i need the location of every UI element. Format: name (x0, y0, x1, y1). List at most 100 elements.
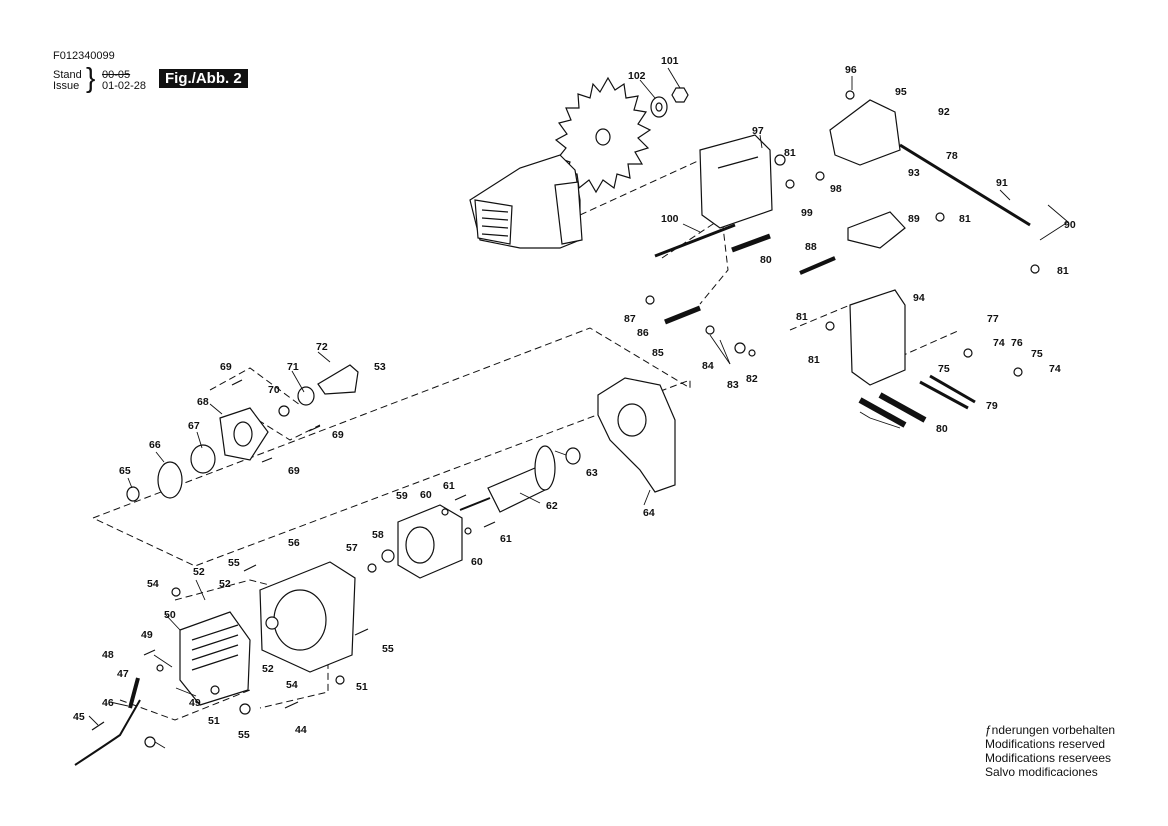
part-label: 52 (219, 578, 231, 590)
part-label: 52 (193, 566, 205, 578)
part-label: 89 (908, 213, 920, 225)
part-label: 96 (845, 64, 857, 76)
brace-icon: } (86, 62, 96, 93)
part-label: 69 (220, 361, 232, 373)
part-label: 67 (188, 420, 200, 432)
part-label: 81 (796, 311, 808, 323)
note-line: Modifications reserved (985, 737, 1106, 751)
part-label: 45 (73, 711, 85, 723)
issue-value: 01-02-28 (102, 80, 147, 92)
part-label: 102 (628, 70, 646, 82)
part-label: 58 (372, 529, 384, 541)
part-label: 51 (208, 715, 220, 727)
blade-flange (650, 87, 689, 118)
part-label: 101 (661, 55, 679, 67)
part-label: 46 (102, 697, 114, 709)
document-id: F012340099 (53, 50, 115, 62)
gear-train (126, 364, 359, 502)
part-label: 95 (895, 86, 907, 98)
part-label: 99 (801, 207, 813, 219)
part-label: 72 (316, 341, 328, 353)
part-label: 49 (189, 697, 201, 709)
part-label: 88 (805, 241, 817, 253)
part-label: 86 (637, 327, 649, 339)
leader-lines (88, 67, 1069, 749)
part-label: 77 (987, 313, 999, 325)
armature (459, 445, 581, 513)
part-label: 55 (228, 557, 240, 569)
brush-cover (179, 611, 251, 706)
part-label: 75 (938, 363, 950, 375)
part-label: 55 (238, 729, 250, 741)
part-label: 68 (197, 396, 209, 408)
part-label: 54 (147, 578, 159, 590)
part-label: 93 (908, 167, 920, 179)
part-label: 69 (332, 429, 344, 441)
note-line: ƒnderungen vorbehalten (985, 723, 1116, 737)
part-label: 74 (1049, 363, 1061, 375)
part-label: 100 (661, 213, 679, 225)
note-line: Modifications reservees (985, 751, 1112, 765)
part-label: 52 (262, 663, 274, 675)
part-label: 80 (760, 254, 772, 266)
part-label: 74 (993, 337, 1005, 349)
part-label: 60 (420, 489, 432, 501)
part-label: 54 (286, 679, 298, 691)
part-label: 80 (936, 423, 948, 435)
part-label: 97 (752, 125, 764, 137)
part-label: 57 (346, 542, 358, 554)
part-label: 44 (295, 724, 307, 736)
part-label: 98 (830, 183, 842, 195)
part-label: 62 (546, 500, 558, 512)
part-label: 71 (287, 361, 299, 373)
part-label: 83 (727, 379, 739, 391)
motor-unit (469, 154, 583, 249)
bearing-shield (597, 377, 676, 493)
part-label: 59 (396, 490, 408, 502)
rods-pins (654, 143, 1031, 428)
figure-badge: Fig./Abb. 2 (159, 69, 248, 88)
part-label: 55 (382, 643, 394, 655)
part-label: 50 (164, 609, 176, 621)
mounting-brackets (699, 99, 906, 386)
part-label: 76 (1011, 337, 1023, 349)
part-label: 92 (938, 106, 950, 118)
note-line: Salvo modificaciones (985, 765, 1098, 779)
part-label: 65 (119, 465, 131, 477)
part-label: 66 (149, 439, 161, 451)
part-label: 64 (643, 507, 655, 519)
part-label: 70 (268, 384, 280, 396)
part-label: 56 (288, 537, 300, 549)
power-cable (74, 677, 141, 766)
saw-blade (554, 76, 652, 194)
part-label: 69 (288, 465, 300, 477)
part-label: 75 (1031, 348, 1043, 360)
part-label: 90 (1064, 219, 1076, 231)
stand-value: 00-05 (102, 69, 131, 81)
part-label: 82 (746, 373, 758, 385)
modification-notes: ƒnderungen vorbehalten Modifications res… (985, 723, 1115, 779)
part-label: 91 (996, 177, 1008, 189)
part-label: 51 (356, 681, 368, 693)
part-label: 49 (141, 629, 153, 641)
part-label: 85 (652, 347, 664, 359)
part-label: 48 (102, 649, 114, 661)
part-label: 78 (946, 150, 958, 162)
part-label: 94 (913, 292, 925, 304)
part-label: 60 (471, 556, 483, 568)
part-label: 61 (500, 533, 512, 545)
fasteners (91, 90, 1040, 748)
motor-housing (259, 561, 356, 673)
part-number-labels: 101 102 96 95 92 97 81 78 93 98 99 91 10… (73, 55, 1076, 741)
stator (397, 504, 463, 579)
part-label: 81 (1057, 265, 1069, 277)
part-label: 81 (784, 147, 796, 159)
part-label: 47 (117, 668, 129, 680)
stand-label: Stand (53, 69, 82, 81)
part-label: 63 (586, 467, 598, 479)
part-label: 53 (374, 361, 386, 373)
part-label: 81 (959, 213, 971, 225)
part-label: 79 (986, 400, 998, 412)
issue-label: Issue (53, 80, 80, 92)
part-label: 87 (624, 313, 636, 325)
